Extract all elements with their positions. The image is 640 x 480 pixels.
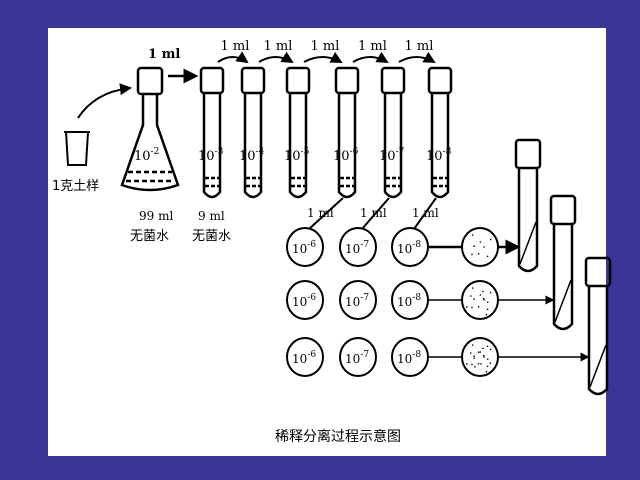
transfer-arrow xyxy=(352,51,389,64)
slant-tube xyxy=(498,138,542,273)
plate-transfer-line xyxy=(413,197,437,230)
flask-icon xyxy=(120,66,180,192)
dilution-tube: 10-6 xyxy=(333,66,360,199)
transfer-label-flask: 1 ml xyxy=(148,47,180,62)
caption: 稀释分离过程示意图 xyxy=(275,428,401,445)
petri-plate: 10-8 xyxy=(391,280,429,320)
svg-text:10-7: 10-7 xyxy=(345,240,369,256)
transfer-arrow xyxy=(217,51,249,64)
colony-plate xyxy=(428,280,499,320)
transfer-label: 1 ml xyxy=(264,39,293,54)
arrow-soil-to-flask xyxy=(77,83,132,119)
soil-beaker-icon xyxy=(64,131,90,166)
tube-dilution: 10-4 xyxy=(239,147,265,164)
tube-dilution: 10-5 xyxy=(284,147,310,164)
transfer-label: 1 ml xyxy=(221,39,250,54)
transfer-label: 1 ml xyxy=(311,39,340,54)
transfer-arrow xyxy=(258,51,294,64)
svg-text:10-7: 10-7 xyxy=(345,293,369,309)
petri-plate: 10-7 xyxy=(339,337,377,377)
transfer-arrow xyxy=(303,51,343,63)
svg-text:10-8: 10-8 xyxy=(397,293,421,309)
dilution-tube: 10-7 xyxy=(379,66,406,199)
svg-text:10-8: 10-8 xyxy=(397,350,421,366)
petri-plate: 10-8 xyxy=(391,227,429,267)
plate-transfer-label: 1 ml xyxy=(307,206,334,220)
svg-text:10-8: 10-8 xyxy=(397,240,421,256)
soil-label: 1克土样 xyxy=(52,179,99,194)
tube-dilution: 10-3 xyxy=(198,147,224,164)
svg-text:10-6: 10-6 xyxy=(292,350,316,366)
slant-tube xyxy=(498,194,577,331)
tube-dilution: 10-8 xyxy=(426,147,452,164)
dilution-tube: 10-4 xyxy=(239,66,266,199)
dilution-tube: 10-5 xyxy=(284,66,311,199)
colony-plate xyxy=(428,337,499,377)
flask-dilution: 10-2 xyxy=(134,147,159,164)
colony-plate xyxy=(428,227,499,267)
transfer-label: 1 ml xyxy=(405,39,434,54)
transfer-arrow xyxy=(398,51,436,63)
dilution-tube: 10-3 xyxy=(198,66,225,199)
petri-plate: 10-6 xyxy=(286,337,324,377)
plate-transfer-label: 1 ml xyxy=(360,206,387,220)
tube-volume: 9 ml xyxy=(198,209,225,223)
svg-text:10-6: 10-6 xyxy=(292,240,316,256)
petri-plate: 10-8 xyxy=(391,337,429,377)
svg-text:10-7: 10-7 xyxy=(345,350,369,366)
tube-liquid: 无菌水 xyxy=(192,229,231,244)
tube-dilution: 10-7 xyxy=(379,147,405,164)
flask-volume: 99 ml xyxy=(139,209,173,223)
flask-liquid: 无菌水 xyxy=(130,229,169,244)
transfer-label: 1 ml xyxy=(358,39,387,54)
petri-plate: 10-7 xyxy=(339,280,377,320)
plate-transfer-label: 1 ml xyxy=(412,206,439,220)
tube-dilution: 10-6 xyxy=(333,147,359,164)
petri-plate: 10-7 xyxy=(339,227,377,267)
svg-text:10-6: 10-6 xyxy=(292,293,316,309)
slant-tube xyxy=(498,256,612,396)
petri-plate: 10-6 xyxy=(286,280,324,320)
dilution-tube: 10-8 xyxy=(426,66,453,199)
plate-transfer-line xyxy=(361,197,390,230)
petri-plate: 10-6 xyxy=(286,227,324,267)
plate-transfer-line xyxy=(308,197,344,230)
